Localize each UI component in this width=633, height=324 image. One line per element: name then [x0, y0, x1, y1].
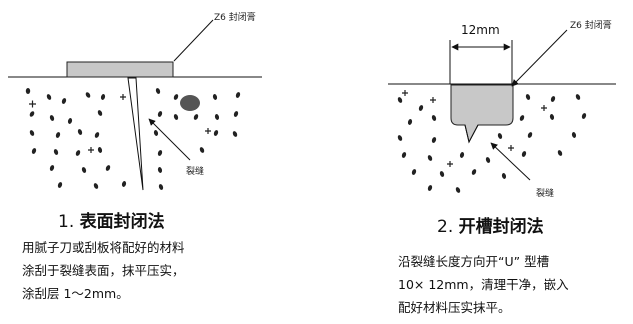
left-crack-label: 裂缝: [186, 165, 204, 177]
left-desc-line-1: 用腻子刀或刮板将配好的材料: [22, 240, 185, 255]
right-crack: [464, 124, 479, 144]
left-sealant-leader: [173, 19, 214, 62]
right-sealant-label: Z6 封闭膏: [570, 19, 612, 31]
left-title-number: 1.: [58, 212, 75, 232]
right-crack-arrow: [490, 142, 531, 181]
right-desc-line-2: 10× 12mm，清理干净，嵌入: [398, 277, 569, 292]
left-description: 用腻子刀或刮板将配好的材料 涂刮于裂缝表面，抹平压实， 涂刮层 1～2mm。: [22, 236, 185, 305]
right-sealant-leader: [511, 29, 568, 87]
right-title: 2. 开槽封闭法: [437, 212, 544, 237]
left-crack-arrow: [148, 118, 191, 161]
left-diagram: Z6 封闭膏 裂缝: [8, 11, 262, 191]
left-desc-line-3: 涂刮层 1～2mm。: [22, 286, 129, 301]
left-crack: [127, 77, 144, 191]
right-u-groove: [450, 84, 514, 144]
right-desc-line-1: 沿裂缝长度方向开“U” 型槽: [398, 254, 550, 269]
left-title: 1. 表面封闭法: [58, 207, 165, 232]
left-sealant-label: Z6 封闭膏: [214, 11, 256, 23]
right-dimension-label: 12mm: [461, 23, 500, 37]
left-sealant-layer: [66, 61, 174, 78]
right-title-number: 2.: [437, 217, 454, 237]
left-plus-particles: [29, 94, 211, 153]
left-pebble: [180, 95, 200, 111]
right-plus-particles: [402, 90, 547, 167]
left-title-text: 表面封闭法: [79, 212, 165, 232]
right-description: 沿裂缝长度方向开“U” 型槽 10× 12mm，清理干净，嵌入 配好材料压实抹平…: [398, 250, 569, 319]
right-title-text: 开槽封闭法: [458, 217, 544, 237]
left-aggregate: [25, 88, 241, 190]
right-desc-line-3: 配好材料压实抹平。: [398, 300, 511, 315]
left-desc-line-2: 涂刮于裂缝表面，抹平压实，: [22, 263, 185, 278]
right-diagram: 12mm Z6 封闭膏 裂缝: [388, 19, 616, 199]
right-aggregate: [397, 94, 587, 193]
right-crack-label: 裂缝: [536, 187, 554, 199]
